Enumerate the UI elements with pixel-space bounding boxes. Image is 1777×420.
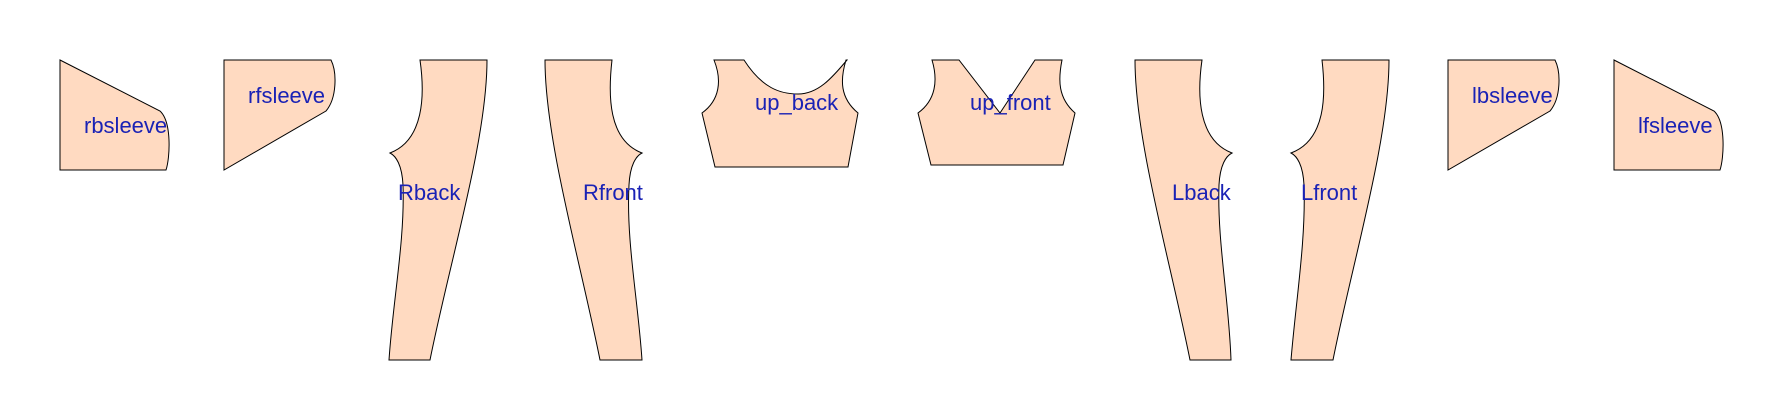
piece-shape-up_front <box>917 59 1076 166</box>
piece-label-lfsleeve: lfsleeve <box>1638 113 1713 138</box>
piece-shape-rfsleeve <box>223 59 336 171</box>
piece-up_front: up_front <box>917 59 1076 166</box>
piece-shape-up_back <box>701 59 859 168</box>
piece-label-up_front: up_front <box>970 90 1051 115</box>
piece-lfsleeve: lfsleeve <box>1613 59 1724 171</box>
piece-label-lbsleeve: lbsleeve <box>1472 83 1553 108</box>
piece-shape-rback <box>388 59 488 361</box>
piece-lbsleeve: lbsleeve <box>1447 59 1560 171</box>
piece-lfront: Lfront <box>1289 59 1390 361</box>
piece-label-rfsleeve: rfsleeve <box>248 83 325 108</box>
piece-shape-rbsleeve <box>59 59 170 171</box>
piece-label-rback: Rback <box>398 180 461 205</box>
piece-shape-lfsleeve <box>1613 59 1724 171</box>
piece-label-up_back: up_back <box>755 90 839 115</box>
piece-shape-rfront <box>544 59 644 361</box>
piece-label-lfront: Lfront <box>1301 180 1357 205</box>
piece-label-rfront: Rfront <box>583 180 643 205</box>
piece-shape-lfront <box>1289 59 1390 361</box>
piece-up_back: up_back <box>701 59 859 168</box>
piece-rback: Rback <box>388 59 488 361</box>
piece-shape-lbsleeve <box>1447 59 1560 171</box>
piece-rfront: Rfront <box>544 59 644 361</box>
piece-lback: Lback <box>1134 59 1234 361</box>
piece-rbsleeve: rbsleeve <box>59 59 170 171</box>
piece-shape-lback <box>1134 59 1234 361</box>
piece-label-rbsleeve: rbsleeve <box>84 113 167 138</box>
piece-rfsleeve: rfsleeve <box>223 59 336 171</box>
piece-label-lback: Lback <box>1172 180 1232 205</box>
